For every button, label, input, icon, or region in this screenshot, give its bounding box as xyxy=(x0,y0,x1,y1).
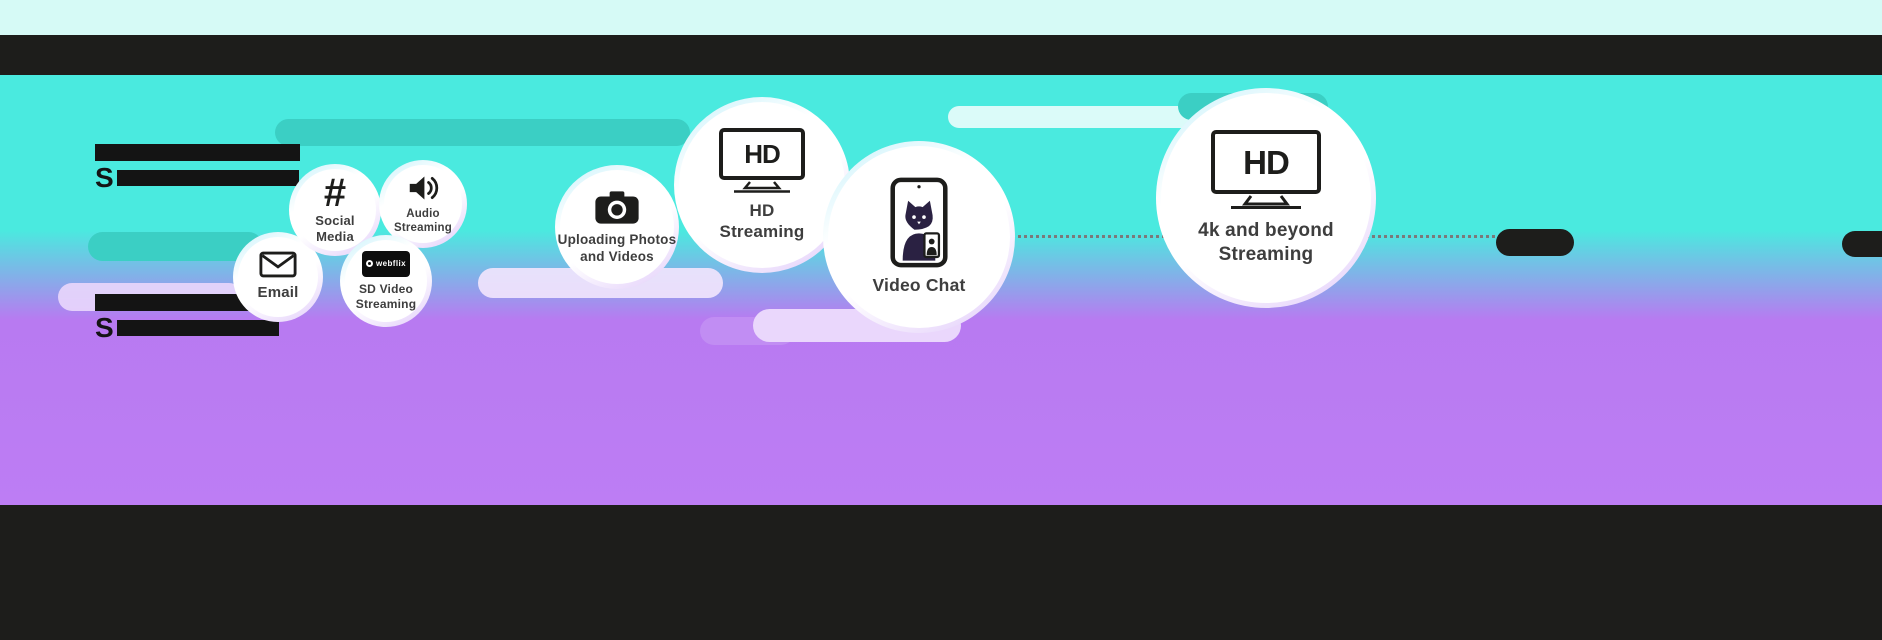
bubble-content: HD HD Streaming xyxy=(715,127,809,242)
bubble-sd-video-streaming: webflix SD Video Streaming xyxy=(340,235,432,327)
redacted-text-line: S xyxy=(95,314,280,342)
hd-tv-icon: HD xyxy=(719,127,805,193)
webflix-logo-text: webflix xyxy=(376,259,406,269)
webflix-screen-icon: webflix xyxy=(362,250,410,277)
bubble-uploading-photos: Uploading Photos and Videos xyxy=(555,165,679,289)
bubble-label: HD Streaming xyxy=(719,200,805,241)
redacted-text-bar xyxy=(95,294,280,311)
bubble-label: Audio Streaming xyxy=(393,207,453,234)
bubble-audio-streaming: Audio Streaming xyxy=(379,160,467,248)
bubble-video-chat: Video Chat xyxy=(823,141,1015,333)
bubble-label: Email xyxy=(257,284,299,302)
decorative-pill-teal xyxy=(88,232,263,261)
bubble-label: Video Chat xyxy=(872,275,966,296)
decorative-pill-black xyxy=(1496,229,1574,256)
top-black-bar xyxy=(0,35,1882,75)
decorative-pill-white xyxy=(948,106,1206,128)
tv-stand xyxy=(734,180,790,193)
bubble-content: Audio Streaming xyxy=(383,173,463,235)
bubble-hd-streaming: HD HD Streaming xyxy=(674,97,850,273)
bubble-content: # Social Media xyxy=(302,171,368,245)
bubble-label: 4k and beyond Streaming xyxy=(1198,220,1334,265)
hd-logo-text: HD xyxy=(744,138,781,169)
camera-icon xyxy=(595,191,639,224)
bottom-black-bar xyxy=(0,505,1882,640)
tv-stand xyxy=(1231,195,1301,210)
bubble-content: Video Chat xyxy=(872,177,965,296)
redacted-text-line: S xyxy=(95,164,300,192)
redacted-text-bar xyxy=(116,170,299,186)
bubble-email: Email xyxy=(233,232,323,322)
top-pale-strip xyxy=(0,0,1882,35)
decorative-pill-black xyxy=(1842,231,1882,257)
redacted-headline-upper: S xyxy=(95,144,300,192)
bubble-social-media: # Social Media xyxy=(289,164,381,256)
tv-screen: HD xyxy=(719,127,805,180)
redacted-visible-letter: S xyxy=(95,312,114,343)
bubble-label: Social Media xyxy=(315,213,355,244)
decorative-pill-teal xyxy=(275,119,690,146)
bubble-content: Uploading Photos and Videos xyxy=(557,189,677,265)
4k-tv-icon: HD xyxy=(1211,130,1321,210)
video-chat-phone-icon xyxy=(890,177,948,268)
bubble-label: Uploading Photos and Videos xyxy=(557,232,677,264)
hashtag-icon: # xyxy=(323,171,347,216)
bubble-content: webflix SD Video Streaming xyxy=(343,250,429,311)
bubble-content: Email xyxy=(257,251,298,302)
redacted-text-bar xyxy=(95,144,300,161)
webflix-logo-dot xyxy=(366,260,374,268)
tv-screen: HD xyxy=(1211,130,1321,195)
bubble-label: SD Video Streaming xyxy=(355,281,417,311)
bubble-content: HD 4k and beyond Streaming xyxy=(1179,130,1354,265)
envelope-icon xyxy=(259,252,297,278)
bubble-4k-streaming: HD 4k and beyond Streaming xyxy=(1156,88,1376,308)
redacted-text-bar xyxy=(116,320,279,336)
speaker-icon xyxy=(409,176,438,200)
hd-logo-text: HD xyxy=(1243,143,1290,181)
redacted-visible-letter: S xyxy=(95,162,114,193)
redacted-headline-lower: S xyxy=(95,294,280,342)
